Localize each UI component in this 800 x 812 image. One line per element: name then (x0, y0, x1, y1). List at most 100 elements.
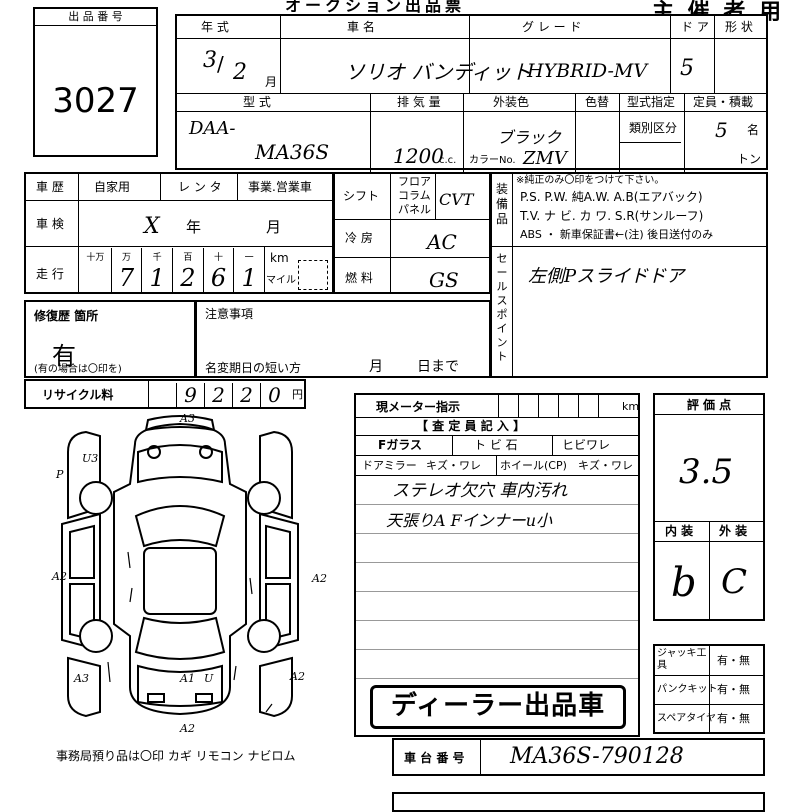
odometer-digit-label: 千 (152, 253, 162, 263)
equipment-box: 装備品 ※純正のみ〇印をつけて下さい。 P.S. P.W. 純A.W. A.B(… (490, 172, 768, 378)
designation-label: 型式指定 (627, 95, 676, 109)
car-mark-a1: A1 (179, 672, 195, 685)
mile-label: マイル (266, 275, 296, 286)
fuel-label: 燃 料 (345, 271, 373, 285)
rental-label: レ ン タ (178, 180, 222, 194)
interior-label: 内 装 (665, 524, 694, 538)
mileage-label: 走 行 (36, 267, 64, 281)
odometer-digit-label: 一 (244, 253, 254, 263)
exterior-grade: C (721, 562, 748, 602)
equipment-row-2: T.V. ナ ビ. カ ワ. S.R(サンルーフ) (520, 209, 704, 223)
displacement-unit: c.c. (439, 155, 457, 166)
inspection-month-unit: 月 (266, 218, 282, 236)
shift-option-floor: フロア (398, 175, 431, 188)
odometer-digit-cell: 十万 (80, 248, 111, 294)
notes-box: 注意事項 名変期日の短い方 月 日まで (195, 300, 491, 378)
meter-digit-cell[interactable] (558, 395, 578, 417)
office-items-text: 事務局預り品は〇印 カギ リモコン ナビロム (56, 749, 296, 763)
recycle-digit: 2 (204, 383, 232, 407)
inspector-note-1: ステレオ欠穴 車内汚れ (392, 481, 568, 501)
inspection-year-unit: 年 (186, 218, 202, 236)
meter-cells (498, 395, 618, 417)
doors-value: 5 (680, 56, 694, 81)
repair-label: 修復歴 箇所 (34, 309, 99, 323)
color-no-label: カラーNo. (469, 155, 516, 166)
car-damage-diagram: A3 U3 P A2 A2 A3 A1 U A2 A2 (51, 412, 327, 732)
repair-note: (有の場合は〇印を) (34, 364, 122, 375)
private-use-label: 自家用 (94, 180, 131, 194)
recycle-digit: 0 (260, 383, 288, 407)
fglass-crack: ヒビワレ (562, 438, 611, 452)
meter-digit-cell[interactable] (538, 395, 558, 417)
notes-label: 注意事項 (205, 307, 254, 321)
grade-label: グ レ ー ド (522, 20, 582, 34)
year-month-unit: 月 (265, 75, 278, 89)
meter-unit: km (622, 400, 640, 413)
spare-tire-options: 有・無 (717, 712, 750, 725)
car-mark-u3: U3 (82, 452, 98, 465)
inspector-label: 【 査 定 員 記 入 】 (416, 419, 526, 433)
inspector-box: 現メーター指示 km 【 査 定 員 記 入 】 Fガラス ト ビ 石 ヒビワレ… (354, 393, 640, 737)
equipment-row-3: ABS ・ 新車保証書←(注) 後日送付のみ (520, 228, 714, 241)
sales-point-label: セールスポイント (496, 252, 508, 363)
recycle-unit: 円 (292, 388, 303, 401)
car-mark-p: P (55, 468, 64, 481)
load-unit: トン (737, 152, 762, 166)
car-mark-a2-bottom: A2 (179, 722, 195, 732)
year-month-value: 2 (233, 60, 247, 85)
bottom-partial-box (392, 792, 765, 812)
recycle-digit: 2 (232, 383, 260, 407)
rename-month-unit: 月 (369, 359, 383, 375)
mile-checkbox[interactable] (298, 260, 328, 290)
odometer-digit-value: 7 (118, 264, 135, 292)
capacity-label: 定員・積載 (693, 95, 754, 109)
evaluation-label: 評 価 点 (686, 398, 732, 412)
equipment-label: 装備品 (495, 182, 508, 226)
puncture-kit-label: パンクキット (657, 684, 718, 695)
equipment-note: ※純正のみ〇印をつけて下さい。 (516, 175, 665, 186)
year-value: 3 (203, 48, 217, 73)
shift-box: シフト フロア コラム パネル CVT 冷 房 AC 燃 料 GS (333, 172, 491, 294)
sales-point-value: 左側Pスライドドア (528, 266, 685, 287)
car-mark-a3-front: A3 (179, 412, 195, 425)
kits-box: ジャッキ工具 有・無 パンクキット 有・無 スペアタイヤ 有・無 (653, 644, 765, 734)
lot-number-label: 出 品 番 号 (68, 10, 123, 23)
displacement-value: 1200 (393, 144, 444, 168)
interior-grade: b (671, 560, 697, 606)
fglass-label: Fガラス (378, 438, 422, 452)
wheel-options: キズ・ワレ (578, 459, 633, 472)
odometer-digit-value: 6 (210, 264, 227, 292)
shift-option-panel: パネル (398, 203, 431, 216)
odometer-digit-label: 十 (213, 253, 223, 263)
meter-digit-cell[interactable] (498, 395, 518, 417)
meter-digit-cell[interactable] (578, 395, 598, 417)
evaluation-box: 評 価 点 3.5 内 装 外 装 b C (653, 393, 765, 621)
top-partial-title: オークション出品票 (285, 0, 466, 15)
odometer-digit-label: 百 (183, 253, 193, 263)
odometer-digit-label: 万 (121, 253, 131, 263)
odometer-digit-value: 1 (241, 264, 257, 292)
year-label: 年 式 (201, 20, 229, 34)
repair-value: 有 (52, 342, 76, 370)
puncture-kit-options: 有・無 (717, 683, 750, 696)
meter-digit-cell[interactable] (518, 395, 538, 417)
meter-digit-cell[interactable] (598, 395, 618, 417)
equipment-row-1: P.S. P.W. 純A.W. A.B(エアバック) (520, 190, 703, 204)
shift-option-column: コラム (398, 189, 431, 202)
car-mark-a3-rear: A3 (73, 672, 89, 685)
car-name-label: 車 名 (347, 20, 375, 34)
recycle-digit: 9 (176, 383, 204, 407)
ac-value: AC (427, 230, 457, 254)
odometer-digit-value: 2 (180, 264, 196, 292)
odometer-digit-label: 十万 (86, 253, 105, 263)
dealer-stamp: ディーラー出品車 (370, 685, 626, 729)
meter-label: 現メーター指示 (376, 400, 461, 414)
recycle-label: リサイクル料 (42, 388, 114, 402)
km-label: km (270, 251, 289, 265)
